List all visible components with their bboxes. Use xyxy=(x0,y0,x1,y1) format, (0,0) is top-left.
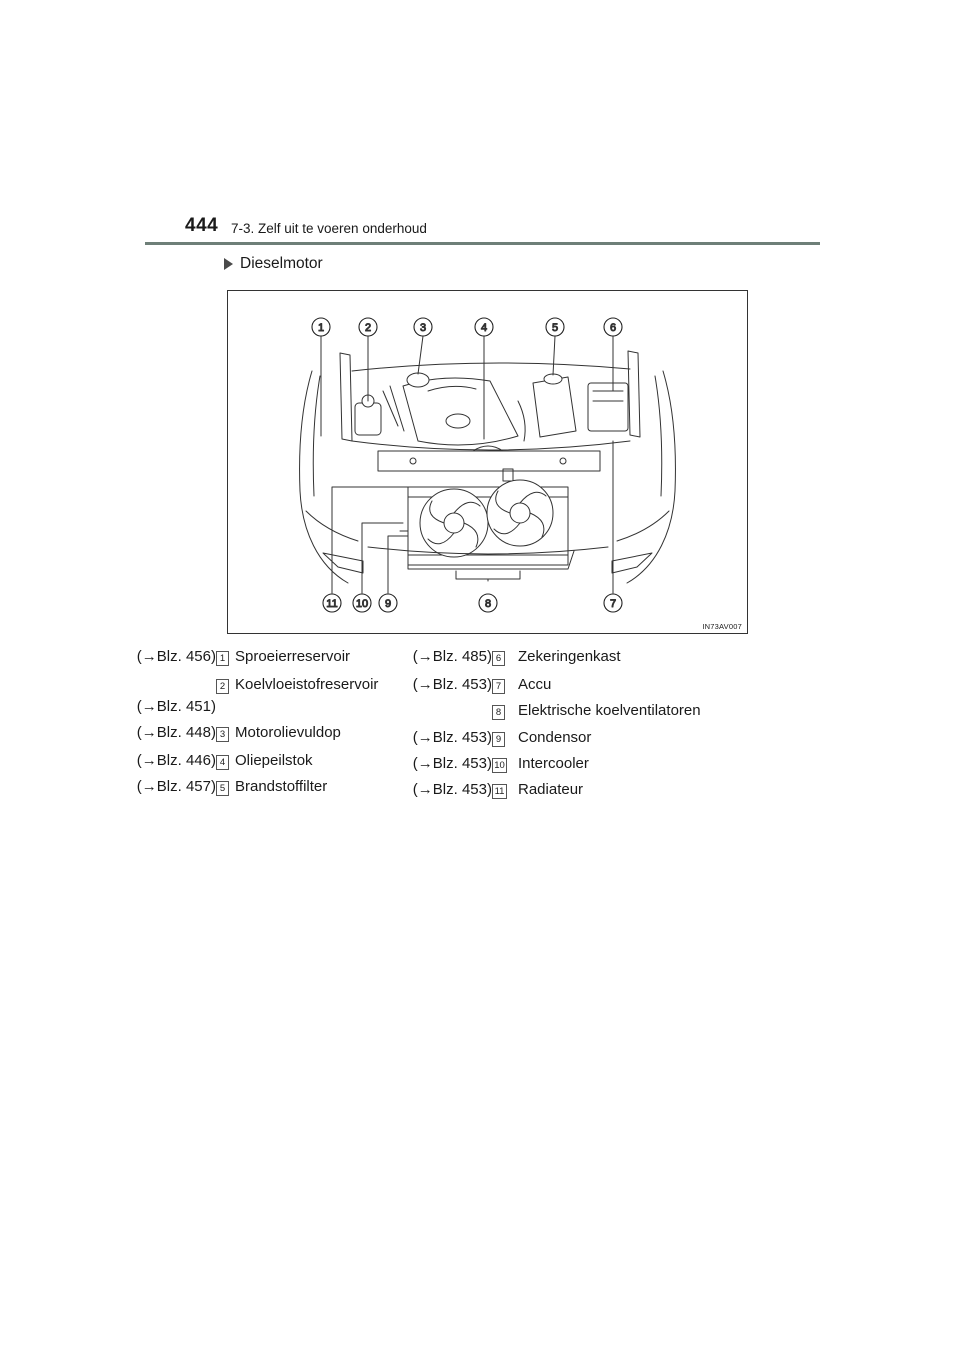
engine-bay-illustration: 1 2 3 4 5 6 11 10 9 8 7 xyxy=(299,317,676,613)
callout-9: 9 xyxy=(378,593,398,613)
callout-8: 8 xyxy=(478,593,498,613)
legend-ref: (→Blz. 453) xyxy=(412,729,492,746)
hood-strut-right xyxy=(627,350,641,438)
subheading-label: Dieselmotor xyxy=(240,255,323,272)
oil-filler-cap xyxy=(406,372,430,388)
callout-4-label: 4 xyxy=(481,322,487,334)
callout-1: 1 xyxy=(311,317,331,337)
legend-label: Koelvloeistofreservoir xyxy=(235,676,379,693)
legend-label: Sproeierreservoir xyxy=(235,648,351,665)
figure-code: IN73AV007 xyxy=(702,622,742,631)
callout-5-label: 5 xyxy=(552,322,558,334)
callout-11-label: 11 xyxy=(326,598,337,610)
hood-strut-left xyxy=(339,352,353,442)
legend-ref: (→Blz. 453) xyxy=(412,755,492,772)
fuse-box xyxy=(587,382,629,432)
engine-bay-figure: 1 2 3 4 5 6 11 10 9 8 7 IN73AV007 xyxy=(227,290,748,634)
legend-number: 11 xyxy=(492,784,507,799)
callout-9-label: 9 xyxy=(385,598,391,610)
cooling-fan-right xyxy=(486,479,554,547)
headlight-right xyxy=(616,510,670,542)
callout-3: 3 xyxy=(413,317,433,337)
header-rule xyxy=(145,242,820,245)
washer-reservoir xyxy=(354,402,382,436)
cooling-fan-left xyxy=(419,488,489,558)
headlight-left xyxy=(305,510,359,542)
fuel-filter xyxy=(532,376,577,438)
legend-label: Condensor xyxy=(518,729,592,746)
legend-label: Radiateur xyxy=(518,781,584,798)
legend-ref: (→Blz. 448) xyxy=(136,724,216,741)
page-number: 444 xyxy=(185,215,219,236)
legend-number: 8 xyxy=(492,705,505,720)
legend-ref: (→Blz. 457) xyxy=(136,778,216,795)
callout-2: 2 xyxy=(358,317,378,337)
legend-label: Brandstoffilter xyxy=(235,778,328,795)
legend-number: 10 xyxy=(492,758,507,773)
legend-label: Intercooler xyxy=(518,755,589,772)
legend-label: Zekeringenkast xyxy=(518,648,621,665)
legend-number: 2 xyxy=(216,679,229,694)
legend-ref: (→Blz. 446) xyxy=(136,752,216,769)
legend-number: 5 xyxy=(216,781,229,796)
callout-10: 10 xyxy=(352,593,372,613)
legend-number: 7 xyxy=(492,679,505,694)
legend-label: Motorolievuldop xyxy=(235,724,341,741)
callout-11: 11 xyxy=(322,593,342,613)
legend-number: 6 xyxy=(492,651,505,666)
callout-8-label: 8 xyxy=(485,598,491,610)
legend-ref: (→Blz. 456) xyxy=(136,648,216,665)
callout-4: 4 xyxy=(474,317,494,337)
callout-1-label: 1 xyxy=(318,322,324,334)
legend-number: 9 xyxy=(492,732,505,747)
legend-ref: (→Blz. 485) xyxy=(412,648,492,665)
section-title: 7-3. Zelf uit te voeren onderhoud xyxy=(231,221,427,236)
legend-number: 4 xyxy=(216,755,229,770)
legend-ref: (→Blz. 453) xyxy=(412,676,492,693)
engine-cover xyxy=(402,377,519,446)
triangle-bullet-icon xyxy=(224,258,233,270)
callout-6: 6 xyxy=(603,317,623,337)
legend-ref: (→Blz. 451) xyxy=(136,698,216,715)
legend-label: Elektrische koelventilatoren xyxy=(518,702,701,719)
callout-5: 5 xyxy=(545,317,565,337)
legend-label: Accu xyxy=(518,676,552,693)
legend-number: 1 xyxy=(216,651,229,666)
radiator-support xyxy=(377,450,601,472)
subheading: Dieselmotor xyxy=(224,255,323,273)
legend-ref: (→Blz. 453) xyxy=(412,781,492,798)
legend-number: 3 xyxy=(216,727,229,742)
fender-left xyxy=(299,370,349,584)
callout-7: 7 xyxy=(603,593,623,613)
legend-label: Oliepeilstok xyxy=(235,752,313,769)
callout-2-label: 2 xyxy=(365,322,371,334)
fender-right xyxy=(626,370,676,584)
callout-6-label: 6 xyxy=(610,322,616,334)
callout-10-label: 10 xyxy=(356,598,368,610)
callout-7-label: 7 xyxy=(610,598,616,610)
callout-3-label: 3 xyxy=(420,322,426,334)
